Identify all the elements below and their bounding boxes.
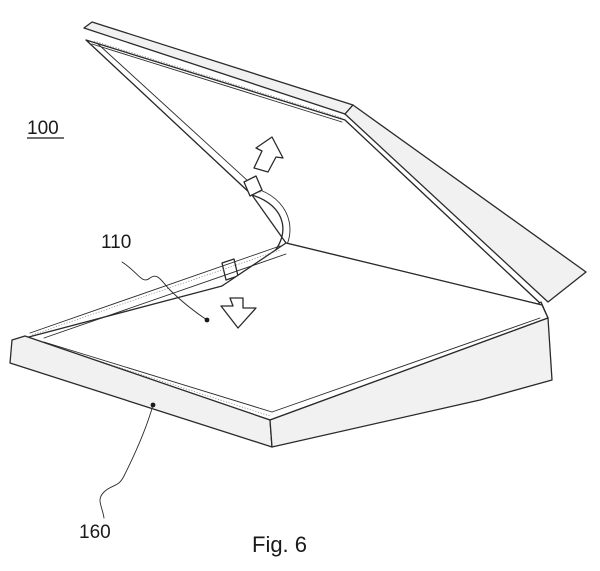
- upper-panel-side-band: [344, 104, 587, 303]
- upper-frame-right-edge: [344, 119, 541, 304]
- lower-panel: [9, 242, 553, 448]
- leader-dot-110: [204, 317, 210, 323]
- lower-frame-left-top-inner: [43, 253, 287, 339]
- motion-arrows: [220, 136, 284, 329]
- leader-lines: [99, 261, 210, 519]
- label-100: 100: [27, 118, 59, 139]
- label-110: 110: [101, 232, 131, 253]
- label-160: 160: [79, 522, 111, 543]
- upper-frame-diagonal-inner: [97, 43, 261, 193]
- leader-dot-160: [150, 402, 156, 408]
- figure-caption: Fig. 6: [252, 532, 307, 557]
- lower-frame-front-inner: [43, 341, 273, 413]
- upper-panel: [83, 21, 587, 306]
- lower-frame-right-inner: [271, 317, 541, 413]
- housing-right-band: [269, 317, 553, 448]
- leader-line-160: [99, 404, 154, 519]
- upper-frame-diagonal: [85, 39, 253, 196]
- arrow-up-icon: [253, 136, 284, 173]
- arrow-down-icon: [220, 297, 257, 329]
- lower-frame-left-top: [29, 245, 281, 334]
- lower-frame-hatch-front: [33, 339, 271, 417]
- leader-line-110: [121, 261, 208, 321]
- upper-frame-edge: [91, 43, 343, 123]
- hinge-block-upper: [243, 175, 263, 197]
- lower-frame-hatch-left: [31, 249, 281, 336]
